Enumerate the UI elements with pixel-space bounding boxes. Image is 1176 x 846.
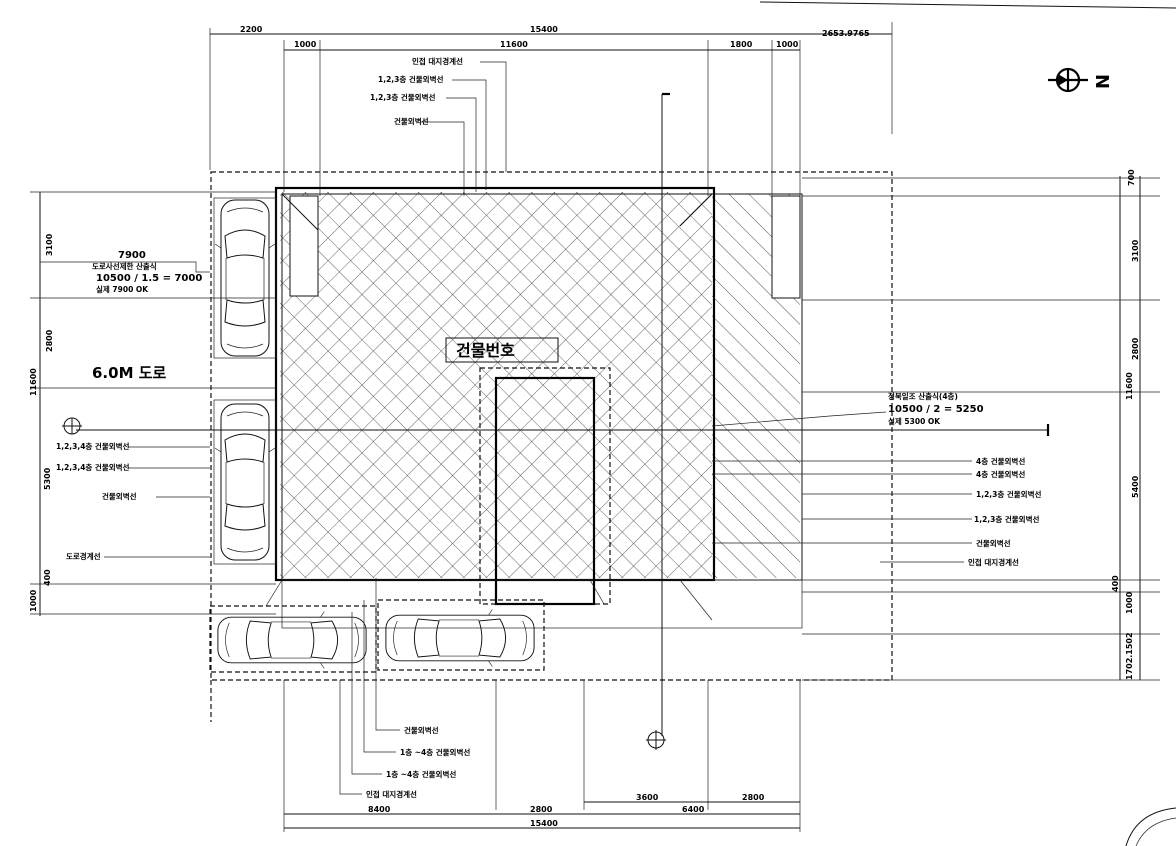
label-left1: 1,2,3,4층 건물외벽선 xyxy=(56,441,130,451)
dim-bot-d: 8400 xyxy=(368,805,391,814)
label-top2: 1,2,3층 건물외벽선 xyxy=(378,74,443,84)
dim-right-a: 700 xyxy=(1127,169,1136,186)
dim-right-d: 5400 xyxy=(1131,475,1140,498)
dim-right-e: 400 xyxy=(1111,575,1120,592)
dim-bot-e: 6400 xyxy=(682,805,705,814)
label-bot2: 1층 ~4층 건물외벽선 xyxy=(400,747,470,757)
dim-top-c: 1800 xyxy=(730,40,753,49)
calc-left-line2: 10500 / 1.5 = 7000 xyxy=(96,273,202,284)
dim-right-total: 11600 xyxy=(1125,372,1134,400)
stamp-mark xyxy=(1125,807,1176,846)
dim-top-total: 15400 xyxy=(530,25,558,34)
dim-right-c: 2800 xyxy=(1131,337,1140,360)
dim-left-e: 1000 xyxy=(29,589,38,612)
label-right2: 4층 건물외벽선 xyxy=(976,469,1025,479)
site-boundary xyxy=(210,171,893,681)
road-label: 6.0M 도로 xyxy=(92,364,167,382)
label-top3: 1,2,3층 건물외벽선 xyxy=(370,92,435,102)
label-right3: 1,2,3층 건물외벽선 xyxy=(976,489,1041,499)
car-icon xyxy=(217,611,367,669)
dim-bot-b: 2800 xyxy=(742,793,765,802)
dim-left-c: 5300 xyxy=(43,467,52,490)
label-right4: 1,2,3층 건물외벽선 xyxy=(974,514,1039,524)
car-icon xyxy=(214,199,276,357)
label-right5: 건물외벽선 xyxy=(976,538,1011,548)
label-right1: 4층 건물외벽선 xyxy=(976,456,1025,466)
label-left3: 건물외벽선 xyxy=(102,491,137,501)
dim-top-d: 1000 xyxy=(776,40,799,49)
calc-right-line1: 정북일조 산출식(4층) xyxy=(888,391,958,401)
car-icon xyxy=(214,403,276,561)
label-top1: 인접 대지경계선 xyxy=(412,56,463,66)
dim-left-total: 11600 xyxy=(29,368,38,396)
dim-right-f: 1000 xyxy=(1125,591,1134,614)
dim-left-d: 400 xyxy=(43,569,52,586)
north-arrow-icon xyxy=(1048,67,1088,93)
calc-right-line2: 10500 / 2 = 5250 xyxy=(888,404,984,415)
dim-top-left: 2200 xyxy=(240,25,263,34)
north-label: N xyxy=(1091,74,1112,89)
dim-bot-total: 15400 xyxy=(530,819,558,828)
label-top4: 건물외벽선 xyxy=(394,116,429,126)
calc-left-line1: 도로사선제한 산출식 xyxy=(92,261,157,271)
dim-top-right: 2653.9765 xyxy=(822,29,870,38)
calc-left-width: 7900 xyxy=(118,250,146,261)
dim-left-a: 3100 xyxy=(45,233,54,256)
section-marker-icon xyxy=(646,730,666,750)
section-marker-icon xyxy=(62,417,82,435)
dim-left-b: 2800 xyxy=(45,329,54,352)
dim-bot-c: 2800 xyxy=(530,805,553,814)
dim-top-b: 11600 xyxy=(500,40,528,49)
label-bot4: 인접 대지경계선 xyxy=(366,789,417,799)
car-icon xyxy=(385,609,535,667)
label-left4: 도로경계선 xyxy=(66,551,101,561)
calc-left-line3: 실제 7900 OK xyxy=(96,284,149,294)
dim-bot-a: 3600 xyxy=(636,793,659,802)
building-label: 건물번호 xyxy=(456,341,515,360)
calc-right-line3: 실제 5300 OK xyxy=(888,416,941,426)
dim-right-g: 1702.1502 xyxy=(1125,632,1134,680)
label-right6: 인접 대지경계선 xyxy=(968,557,1019,567)
label-bot3: 1층 ~4층 건물외벽선 xyxy=(386,769,456,779)
label-bot1: 건물외벽선 xyxy=(404,725,439,735)
dim-right-b: 3100 xyxy=(1131,239,1140,262)
dim-top-a: 1000 xyxy=(294,40,317,49)
label-left2: 1,2,3,4층 건물외벽선 xyxy=(56,462,130,472)
